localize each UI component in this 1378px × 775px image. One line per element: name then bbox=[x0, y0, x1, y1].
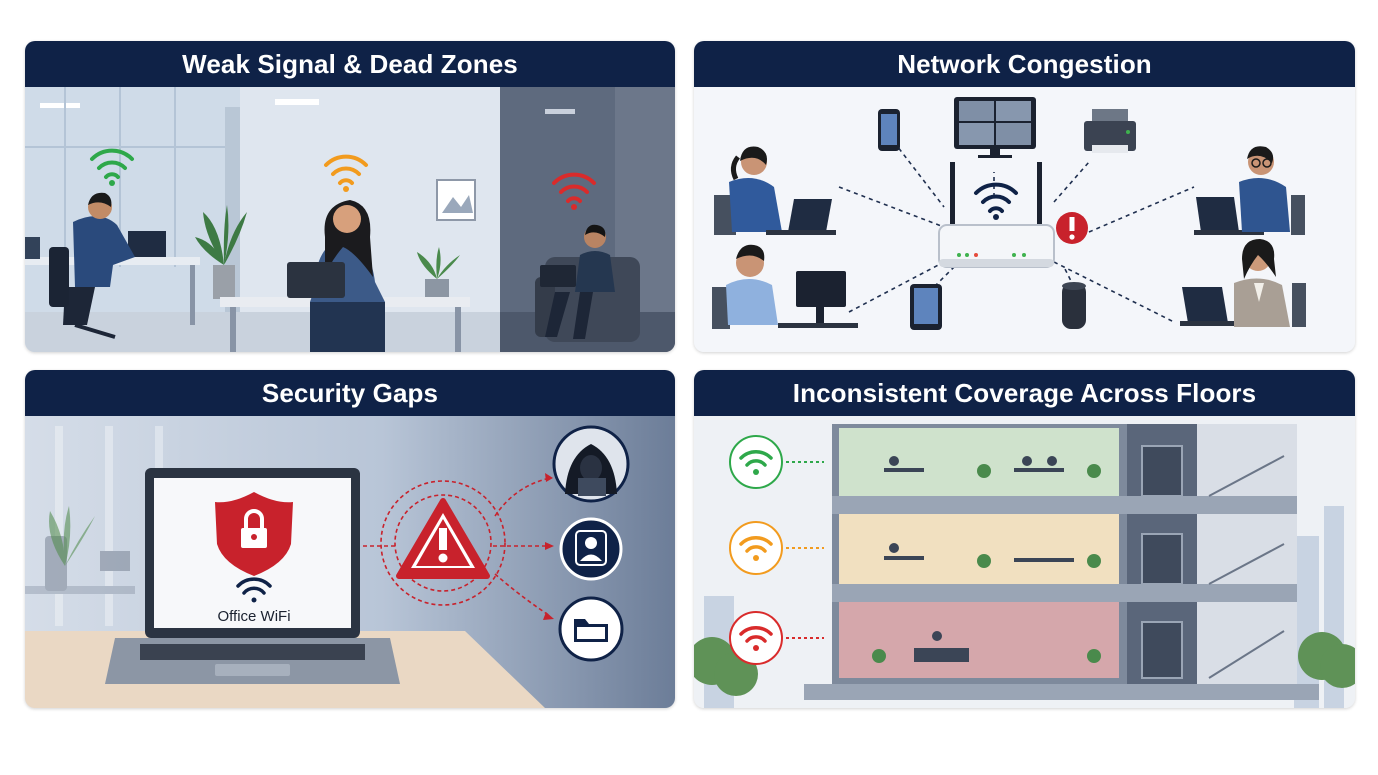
panel-security-gaps: Security Gaps bbox=[25, 370, 675, 708]
alert-icon bbox=[1056, 212, 1088, 244]
folder-icon bbox=[558, 596, 624, 662]
monitor-icon bbox=[954, 97, 1036, 158]
user-icon bbox=[559, 517, 623, 581]
printer-icon bbox=[1084, 109, 1136, 153]
wifi-weak-icon bbox=[552, 172, 596, 210]
alert-icon bbox=[396, 498, 490, 579]
wifi-icon bbox=[236, 577, 272, 603]
wifi-medium-icon bbox=[324, 154, 368, 192]
person-user bbox=[1194, 146, 1305, 235]
laptop-wifi-label: Office WiFi bbox=[217, 608, 290, 625]
person-user bbox=[1180, 239, 1306, 327]
panel-network-congestion: Network Congestion bbox=[694, 41, 1355, 352]
panel-inconsistent-coverage: Inconsistent Coverage Across Floors bbox=[694, 370, 1355, 708]
panel-title: Weak Signal & Dead Zones bbox=[25, 41, 675, 87]
panel-title: Inconsistent Coverage Across Floors bbox=[694, 370, 1355, 416]
lock-shield-icon bbox=[215, 492, 293, 576]
building-illustration bbox=[694, 416, 1355, 708]
speaker-icon bbox=[1062, 282, 1086, 329]
router-icon bbox=[938, 162, 1055, 268]
wifi-strong-icon bbox=[90, 148, 134, 186]
tablet-icon bbox=[910, 284, 942, 330]
hacker-icon bbox=[552, 425, 630, 503]
wifi-strong-icon bbox=[729, 435, 783, 489]
panel-title: Security Gaps bbox=[25, 370, 675, 416]
phone-icon bbox=[878, 109, 900, 151]
network-illustration bbox=[694, 87, 1355, 352]
wifi-weak-icon bbox=[729, 611, 783, 665]
security-illustration: Office WiFi bbox=[25, 416, 675, 708]
office-illustration bbox=[25, 87, 675, 352]
panel-weak-signal: Weak Signal & Dead Zones bbox=[25, 41, 675, 352]
laptop: Office WiFi bbox=[105, 468, 400, 684]
person-user bbox=[714, 146, 836, 235]
wifi-icon bbox=[974, 182, 1018, 220]
person-user bbox=[712, 244, 858, 329]
wifi-medium-icon bbox=[729, 521, 783, 575]
panel-title: Network Congestion bbox=[694, 41, 1355, 87]
